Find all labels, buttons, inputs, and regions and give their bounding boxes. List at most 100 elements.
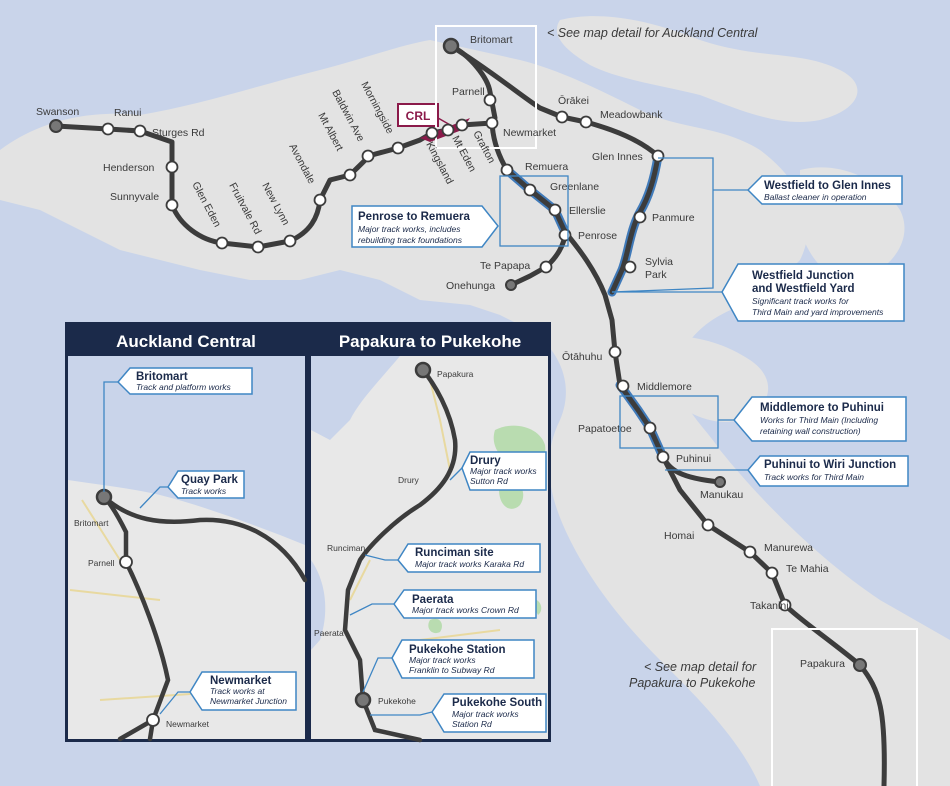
station-dot-meadowbank — [579, 115, 593, 129]
label-sunnyvale: Sunnyvale — [110, 191, 159, 203]
station-dot-ranui — [101, 122, 115, 136]
station-dot-grafton — [455, 118, 469, 132]
label-ranui: Ranui — [114, 107, 141, 119]
callout-desc-2: retaining wall construction) — [760, 426, 861, 436]
station-dot-homai — [701, 518, 715, 532]
label-sturges-rd: Sturges Rd — [152, 127, 205, 139]
callout-desc: Track works for Third Main — [764, 472, 864, 482]
callout-title: Pukekohe Station — [409, 644, 506, 656]
callout-desc-1: Major track works — [470, 466, 537, 476]
inset-label-paerata: Paerata — [314, 628, 344, 638]
inset-title: Papakura to Pukekohe — [339, 332, 521, 351]
label-penrose: Penrose — [578, 230, 617, 242]
station-dot-onehunga — [505, 279, 517, 291]
label-homai: Homai — [664, 530, 694, 542]
inset-station-parnell — [119, 555, 133, 569]
callout-desc-1: Major track works — [409, 655, 476, 665]
label-orakei: Ōrākei — [558, 95, 589, 107]
label-otahuhu: Ōtāhuhu — [562, 351, 602, 363]
station-dot-ellerslie — [548, 203, 562, 217]
station-dot-baldwin-ave — [361, 149, 375, 163]
inset-station-britomart — [95, 488, 113, 506]
callout-desc-2: Third Main and yard improvements — [752, 307, 884, 317]
note-auckland-central: < See map detail for Auckland Central — [547, 26, 759, 40]
label-swanson: Swanson — [36, 106, 79, 118]
callout-desc: Track works — [181, 486, 227, 496]
callout-penrose-remuera: Penrose to Remuera Major track works, in… — [351, 205, 499, 248]
label-onehunga: Onehunga — [446, 280, 495, 292]
station-dot-manukau — [714, 476, 726, 488]
station-dot-te-mahia — [765, 566, 779, 580]
label-te-mahia: Te Mahia — [786, 563, 829, 575]
label-puhinui: Puhinui — [676, 453, 711, 465]
callout-desc-2: Newmarket Junction — [210, 696, 287, 706]
inset-label-pukekohe: Pukekohe — [378, 696, 416, 706]
label-manukau: Manukau — [700, 489, 743, 501]
inset-station-newmarket — [146, 713, 160, 727]
inset-callout-newmarket: Newmarket Track works at Newmarket Junct… — [189, 671, 297, 711]
callout-middlemore-puhinui: Middlemore to Puhinui Works for Third Ma… — [733, 396, 907, 442]
station-dot-henderson — [165, 160, 179, 174]
callout-westfield-junction: Westfield Junction and Westfield Yard Si… — [721, 263, 905, 322]
inset-callout-runciman: Runciman site Major track works Karaka R… — [397, 543, 541, 573]
main-callouts: Westfield to Glen Innes Ballast cleaner … — [351, 157, 909, 487]
inset-callout-drury: Drury Major track works Sutton Rd — [461, 451, 547, 491]
callout-desc-1: Works for Third Main (Including — [760, 415, 878, 425]
callout-desc-2: Station Rd — [452, 719, 492, 729]
station-dot-penrose — [558, 228, 572, 242]
stations — [49, 37, 867, 672]
papakura-frame — [771, 628, 918, 786]
station-dot-remuera — [500, 163, 514, 177]
label-parnell: Parnell — [452, 86, 485, 98]
label-sylvia-park-1: Sylvia — [645, 256, 673, 268]
label-middlemore: Middlemore — [637, 381, 692, 393]
note-papakura-2: Papakura to Pukekohe — [629, 676, 756, 690]
station-dot-morningside — [391, 141, 405, 155]
crl-badge — [397, 103, 439, 127]
station-dot-glen-innes — [651, 149, 665, 163]
label-meadowbank: Meadowbank — [600, 109, 663, 121]
inset-label-drury: Drury — [398, 475, 420, 485]
auckland-central-frame — [435, 25, 537, 149]
station-dot-greenlane — [523, 183, 537, 197]
station-dot-papakura — [853, 658, 867, 672]
callout-desc-1: Significant track works for — [752, 296, 850, 306]
callout-desc: Track and platform works — [136, 382, 232, 392]
label-takanini: Takanini — [750, 600, 789, 612]
callout-title-2: and Westfield Yard — [752, 283, 854, 295]
callout-title: Newmarket — [210, 675, 272, 687]
callout-desc: Ballast cleaner in operation — [764, 192, 867, 202]
callout-title: Quay Park — [181, 474, 238, 486]
note-papakura-1: < See map detail for — [644, 660, 757, 674]
inset-label-papakura: Papakura — [437, 369, 474, 379]
label-manurewa: Manurewa — [764, 542, 813, 554]
station-dot-new-lynn — [283, 234, 297, 248]
station-dot-kingsland — [425, 126, 439, 140]
station-dot-fruitvale-rd — [251, 240, 265, 254]
station-dot-mt-albert — [343, 168, 357, 182]
inset-title: Auckland Central — [116, 332, 256, 351]
station-dot-glen-eden — [215, 236, 229, 250]
label-britomart: Britomart — [470, 34, 513, 46]
inset-station-pukekohe — [354, 691, 372, 709]
callout-title: Westfield to Glen Innes — [764, 180, 891, 192]
callout-desc-1: Major track works, includes — [358, 224, 461, 234]
station-dot-otahuhu — [608, 345, 622, 359]
inset-label-newmarket: Newmarket — [166, 719, 210, 729]
station-dot-puhinui — [656, 450, 670, 464]
station-dot-swanson — [49, 119, 63, 133]
callout-desc-1: Major track works — [452, 709, 519, 719]
station-dot-sunnyvale — [165, 198, 179, 212]
callout-desc-1: Track works at — [210, 686, 265, 696]
inset-callout-paerata: Paerata Major track works Crown Rd — [393, 589, 537, 619]
inset-callout-quay-park: Quay Park Track works — [167, 470, 245, 499]
inset-papakura-pukekohe: Papakura to Pukekohe Papakura Drury Runc… — [308, 322, 551, 743]
callout-desc-2: rebuilding track foundations — [358, 235, 463, 245]
label-newmarket: Newmarket — [503, 127, 556, 139]
callout-westfield-glen-innes: Westfield to Glen Innes Ballast cleaner … — [746, 175, 903, 205]
label-henderson: Henderson — [103, 162, 155, 174]
label-sylvia-park-2: Park — [645, 269, 667, 281]
station-dot-avondale — [313, 193, 327, 207]
station-dot-newmarket — [485, 116, 499, 130]
